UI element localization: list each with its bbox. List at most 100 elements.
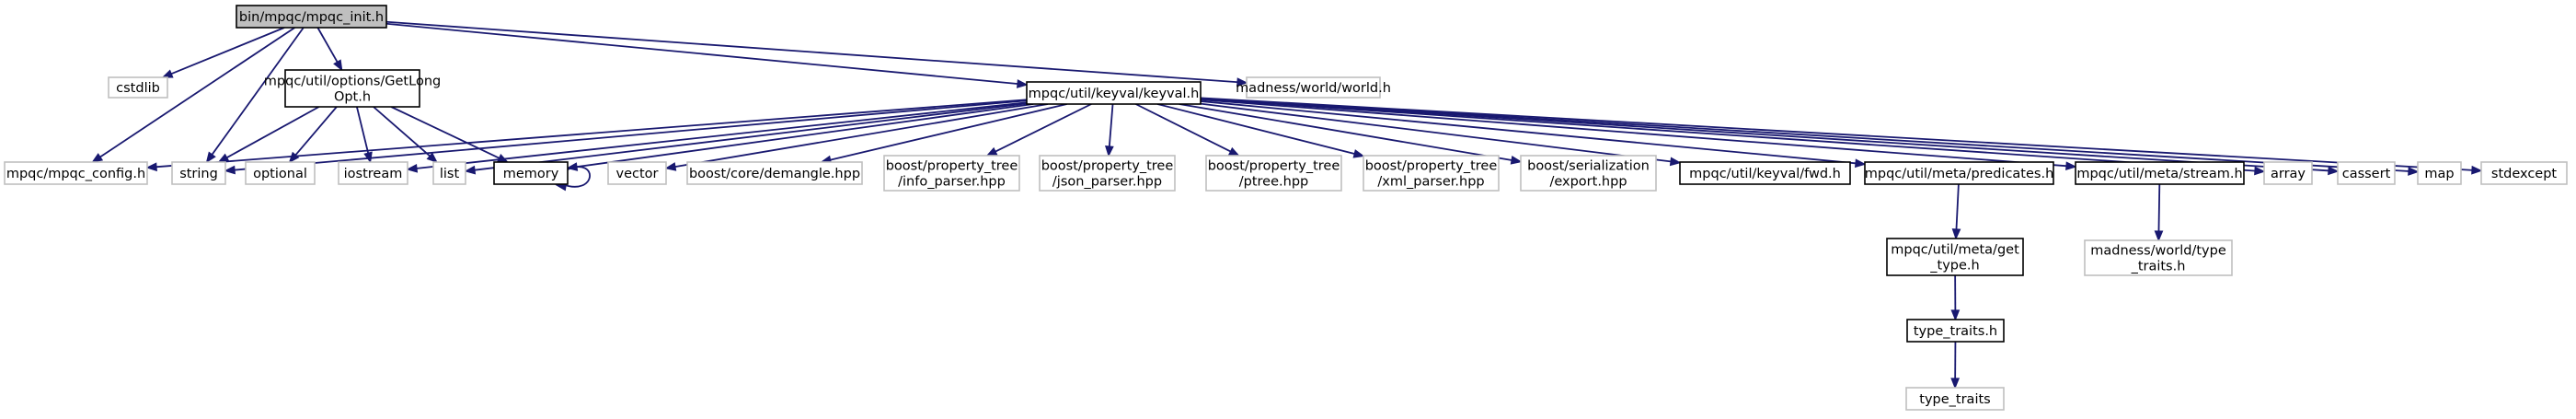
node-label: list (440, 167, 460, 181)
node-mpqc-config: mpqc/mpqc_config.h (4, 161, 148, 185)
node-box (2263, 161, 2313, 185)
edge-getlongopt-to-string (217, 106, 320, 163)
edge-arrowhead (664, 162, 677, 171)
edge-keyval-to-vector (664, 103, 1049, 171)
node-box (1039, 155, 1176, 192)
node-label: madness/world/type (2090, 244, 2226, 259)
edge-arrowhead (363, 151, 373, 164)
node-box (686, 161, 863, 185)
edge-line (1200, 97, 2410, 172)
edge-arrowhead (2065, 161, 2077, 171)
edge-keyval-to-map (1200, 97, 2420, 176)
node-memory[interactable]: memory (493, 161, 569, 185)
edge-keyval-to-iostream (406, 101, 1028, 173)
node-list: list (432, 161, 466, 185)
edges-layer (91, 20, 2483, 390)
edge-line (373, 106, 431, 157)
node-label: /ptree.hpp (1239, 175, 1308, 190)
node-box (2417, 161, 2462, 185)
node-root[interactable]: bin/mpqc/mpqc_init.h (236, 5, 387, 29)
edge-arrowhead (985, 146, 998, 157)
edge-keyval-to-cassert (1200, 98, 2340, 176)
node-get-type[interactable]: mpqc/util/meta/get_type.h (1886, 238, 2024, 276)
node-map: map (2417, 161, 2462, 185)
edge-arrowhead (161, 69, 174, 78)
node-label: boost/property_tree (1041, 159, 1174, 174)
edge-stream-to-madness_type_traits (2154, 183, 2164, 242)
edge-line (1135, 103, 1232, 153)
edge-arrowhead (333, 59, 343, 72)
edge-get_type-to-type_traits_h (1950, 274, 1961, 321)
edge-keyval-to-predicates (1200, 100, 1867, 169)
node-label: mpqc/mpqc_config.h (6, 167, 145, 181)
edge-root-to-string (205, 27, 305, 164)
edge-line (155, 99, 1028, 169)
edge-line (575, 103, 1034, 169)
node-label: cassert (2342, 167, 2391, 181)
node-label: madness/world/world.h (1236, 81, 1391, 96)
edge-line (994, 103, 1092, 153)
edge-line (1200, 100, 1857, 165)
edge-keyval-to-list (464, 102, 1028, 175)
edge-arrowhead (2254, 166, 2266, 176)
edge-root-to-cstdlib (161, 27, 285, 78)
edge-line (1156, 103, 1356, 156)
edge-arrowhead (2154, 230, 2164, 242)
node-box (1520, 155, 1657, 192)
node-cstdlib: cstdlib (108, 76, 168, 99)
edge-line (390, 106, 500, 159)
node-madness-world: madness/world/world.h (1236, 76, 1391, 99)
edge-line (829, 103, 1067, 161)
node-label: mpqc/util/meta/get (1891, 243, 2019, 258)
node-madness-type-traits: madness/world/type_traits.h (2084, 239, 2233, 276)
node-label: boost/property_tree (886, 159, 1018, 174)
node-stream[interactable]: mpqc/util/meta/stream.h (2075, 161, 2245, 185)
edge-line (1200, 98, 2257, 172)
edge-line (225, 106, 320, 159)
edge-arrowhead (1950, 309, 1961, 321)
node-optional: optional (245, 161, 316, 185)
edge-arrowhead (205, 151, 216, 164)
node-label: boost/property_tree (1208, 159, 1340, 174)
node-box (2084, 239, 2233, 276)
edge-arrowhead (426, 152, 438, 164)
edge-arrowhead (1105, 145, 1114, 157)
edge-line (233, 99, 1028, 171)
edge-keyval-to-xml_parser (1156, 103, 1365, 158)
node-string: string (171, 161, 226, 185)
edge-getlongopt-to-memory (390, 106, 510, 163)
edge-keyval-to-stdexcept (1200, 97, 2483, 175)
node-box (1026, 81, 1202, 105)
node-box (883, 155, 1020, 192)
node-box (432, 161, 466, 185)
node-type-traits-h[interactable]: type_traits.h (1906, 319, 2005, 343)
edge-keyval-to-mpqc_config (145, 99, 1028, 172)
node-label: bin/mpqc/mpqc_init.h (239, 10, 384, 25)
edge-line (385, 20, 1239, 84)
node-label: /export.hpp (1549, 175, 1627, 190)
edge-getlongopt-to-iostream (356, 106, 373, 164)
node-label: memory (503, 167, 559, 181)
edge-arrowhead (224, 165, 236, 175)
edge-arrowhead (1510, 156, 1523, 165)
node-info-parser: boost/property_tree/info_parser.hpp (883, 155, 1020, 192)
edge-line (316, 27, 339, 64)
node-box (1246, 76, 1381, 99)
node-keyval[interactable]: mpqc/util/keyval/keyval.h (1026, 81, 1202, 105)
edge-arrowhead (1669, 157, 1682, 167)
edge-root-to-getlongopt (316, 27, 343, 72)
edge-root-to-mpqc_config (91, 27, 295, 163)
node-predicates[interactable]: mpqc/util/meta/predicates.h (1864, 161, 2054, 185)
node-label: map (2424, 167, 2454, 181)
node-xml-parser: boost/property_tree/xml_parser.hpp (1363, 155, 1500, 192)
node-label: boost/serialization (1527, 159, 1650, 174)
node-fwd[interactable]: mpqc/util/keyval/fwd.h (1679, 161, 1851, 185)
edge-line (98, 27, 295, 158)
node-stdexcept: stdexcept (2480, 161, 2568, 185)
node-label: mpqc/util/options/GetLong (264, 75, 441, 89)
node-label: array (2271, 167, 2306, 181)
edge-line (673, 103, 1049, 169)
